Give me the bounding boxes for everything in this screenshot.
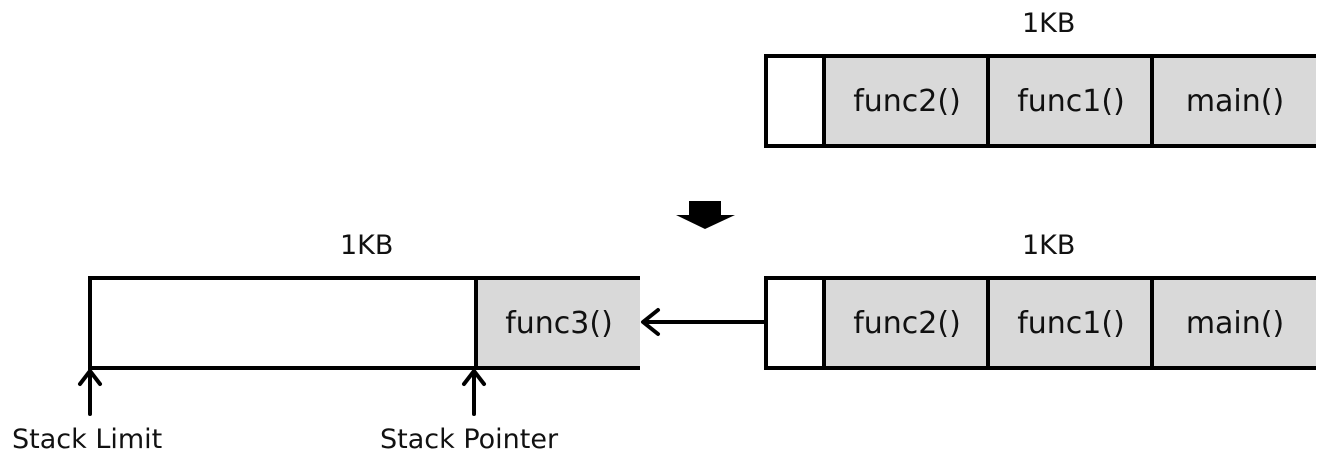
stack-pointer-label: Stack Pointer [380,424,559,455]
new-stack-size-label: 1KB [340,230,394,261]
stack-limit-label: Stack Limit [12,424,163,455]
top-stack-frame: func2() [822,58,988,144]
stack-link-arrow-icon [641,308,766,336]
old-stack: func2() func1() main() [764,276,1316,370]
stack-limit-arrow-icon [78,369,102,416]
new-stack-frame: func3() [474,280,640,366]
old-stack-frame: func1() [986,280,1152,366]
top-stack-frame: main() [1150,58,1316,144]
old-stack-frame: main() [1150,280,1316,366]
top-stack-frame: func1() [986,58,1152,144]
top-stack: func2() func1() main() [764,54,1316,148]
old-stack-size-label: 1KB [1022,230,1076,261]
stack-pointer-arrow-icon [462,369,486,416]
old-stack-frame: func2() [822,280,988,366]
transition-down-arrow-icon [676,201,735,229]
top-stack-size-label: 1KB [1022,8,1076,39]
new-stack: func3() [88,276,640,370]
